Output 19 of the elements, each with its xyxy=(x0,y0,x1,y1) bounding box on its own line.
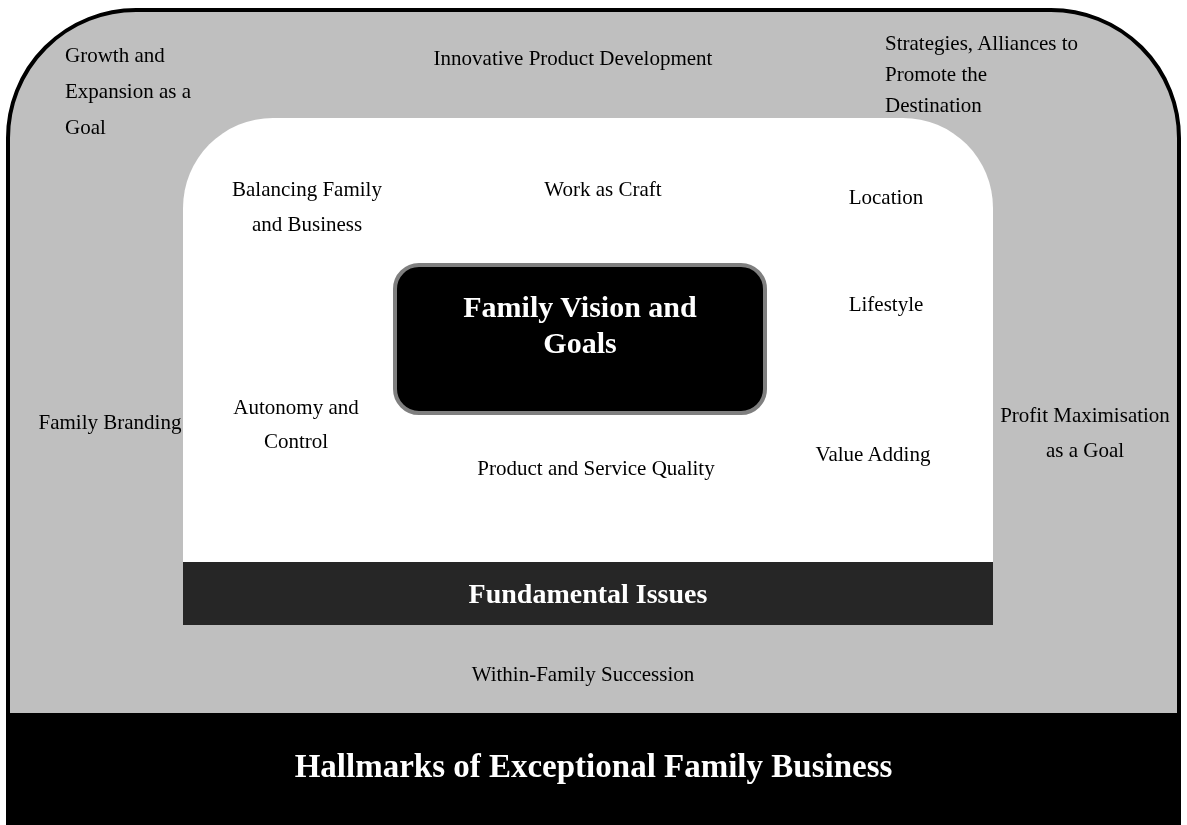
outer-rounded-panel xyxy=(6,8,1181,825)
item-label: Growth and Expansion as a Goal xyxy=(65,42,192,141)
inner-rounded-panel xyxy=(183,118,993,625)
item-label: Balancing Family and Business xyxy=(231,176,383,238)
item-label: Autonomy and Control xyxy=(232,394,360,455)
item-label: Lifestyle xyxy=(847,291,925,318)
item-label: Work as Craft xyxy=(543,176,663,203)
item-label: Value Adding xyxy=(814,441,932,468)
item-label: Within-Family Succession xyxy=(470,661,696,688)
item-label: Innovative Product Development xyxy=(432,45,714,72)
center-rounded-box xyxy=(393,263,767,415)
title-bar: Hallmarks of Exceptional Family Business xyxy=(10,713,1177,821)
box-title: Family Vision and Goals xyxy=(462,289,698,361)
title-bar: Fundamental Issues xyxy=(183,562,993,625)
item-label: Strategies, Alliances to Promote the Destination xyxy=(885,30,1080,119)
item-label: Profit Maximisation as a Goal xyxy=(999,402,1171,464)
item-label: Location xyxy=(847,184,925,211)
item-label: Product and Service Quality xyxy=(476,455,716,482)
item-label: Family Branding xyxy=(37,409,183,436)
